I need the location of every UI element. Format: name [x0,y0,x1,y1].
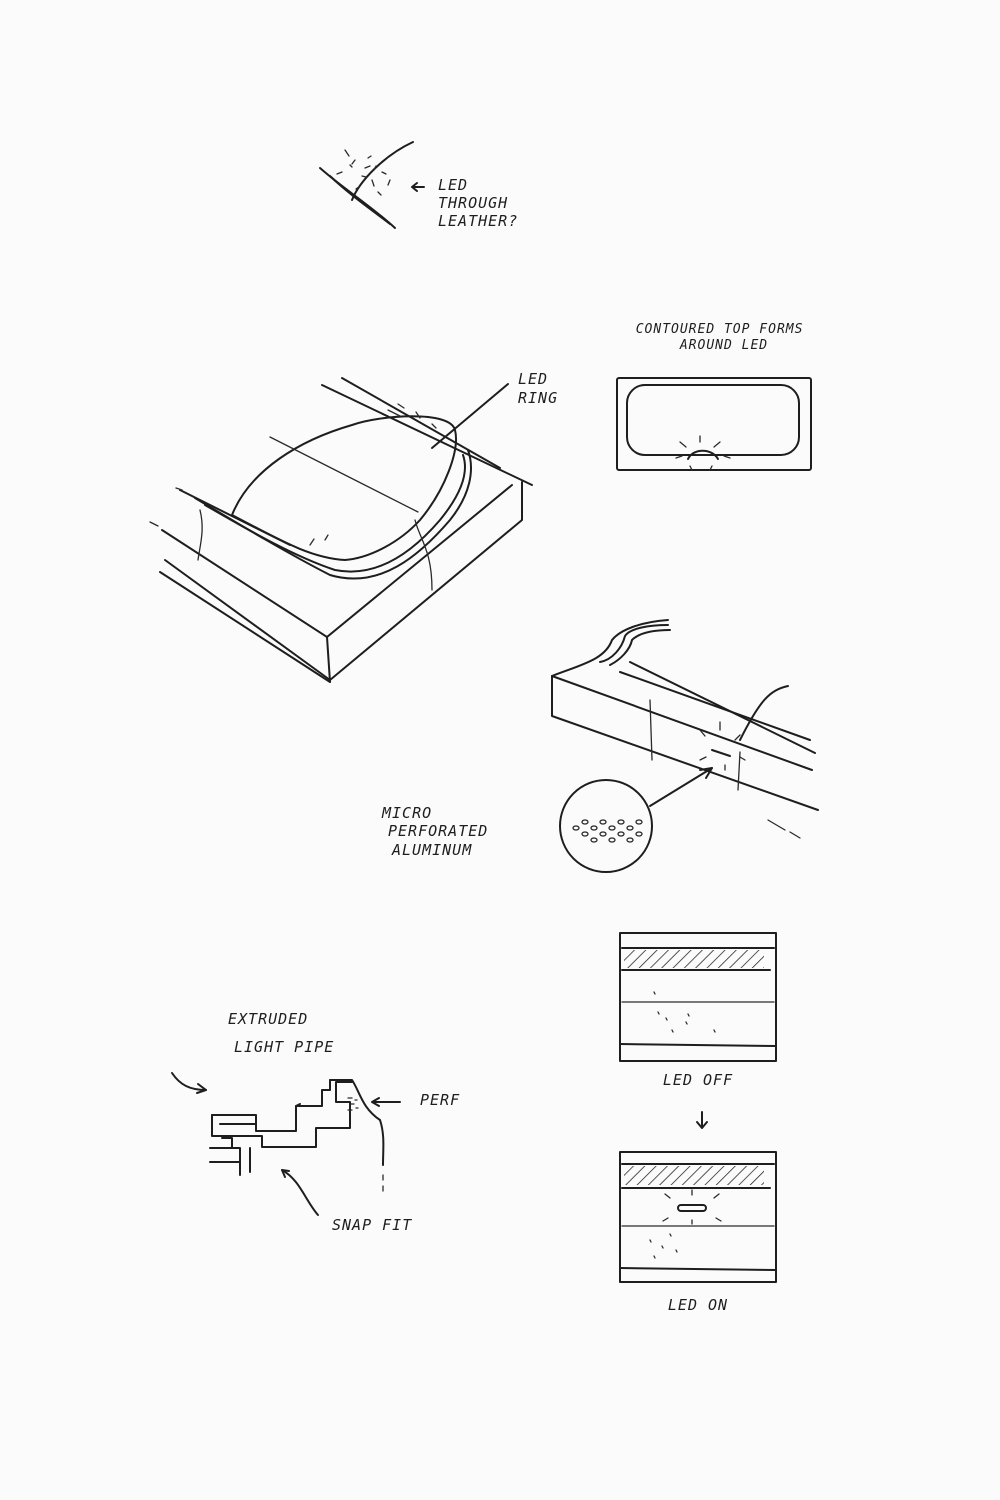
led-ring-label: LED RING [518,370,558,407]
led-off-label: LED OFF [663,1071,733,1089]
micro-perforated-label: MICRO PERFORATED ALUMINUM [381,804,498,859]
led-ring-isometric-sketch [149,377,533,683]
led-through-leather-label: LED THROUGH LEATHER? [438,176,518,230]
state-arrow [696,1111,708,1129]
micro-perforated-corner-sketch [551,619,819,873]
light-pipe-section-sketch [171,1072,401,1216]
led-leather-detail-sketch [319,141,425,229]
extruded-light-pipe-label: EXTRUDED LIGHT PIPE [228,1010,334,1056]
led-on-label: LED ON [668,1296,728,1314]
perf-label: PERF [420,1091,460,1109]
led-on-state-panel [619,1151,777,1283]
led-off-state-panel [619,932,777,1062]
perforation-dots [572,819,643,843]
contoured-top-view-sketch [616,377,812,471]
contoured-top-label: CONTOURED TOP FORMS AROUND LED [636,322,813,353]
snap-fit-label: SNAP FIT [332,1216,412,1234]
